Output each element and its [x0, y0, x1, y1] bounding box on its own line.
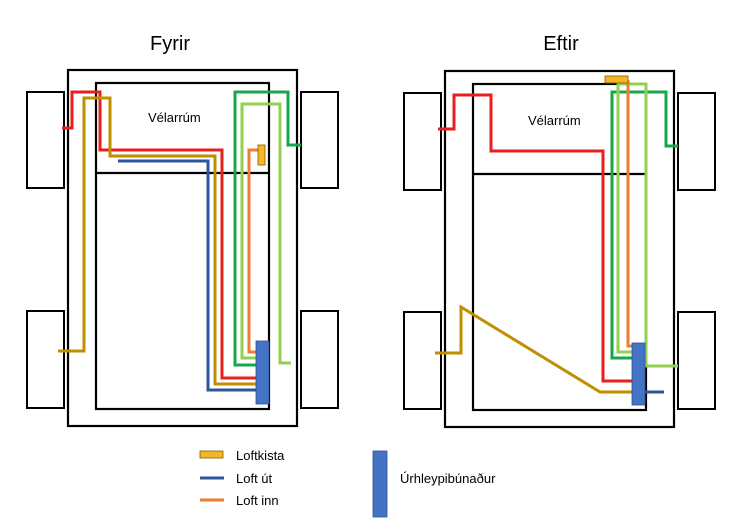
pipe-light-green-before [240, 102, 291, 365]
title-after: Eftir [543, 33, 579, 55]
legend-label-exhaust-unit: Úrhleypibúnaður [400, 471, 496, 486]
pipe-dark-yellow-before [58, 96, 256, 386]
vehicle-before: Vélarrúm [26, 68, 339, 428]
legend-label-air-in: Loft inn [236, 493, 279, 508]
wheel-front-left-after [403, 92, 442, 191]
inner-frame-before [94, 81, 271, 411]
engine-room-label-before: Vélarrúm [148, 110, 201, 125]
pipe-red-after [438, 93, 632, 383]
legend-swatch-air-chest [199, 450, 224, 459]
legend-label-air-chest: Loftkista [236, 448, 285, 463]
exhaust-unit-after [631, 342, 646, 406]
wheel-rear-left-before [26, 310, 65, 409]
pipe-green-after [610, 90, 678, 360]
legend-swatch-exhaust-unit [372, 450, 388, 518]
pipe-green-before [233, 90, 301, 367]
pipe-dark-yellow-after [435, 304, 632, 394]
exhaust-unit-before [255, 340, 270, 405]
air-chest-before [257, 144, 266, 166]
legend: Loftkista Loft út Loft inn Úrhleypibúnað… [199, 448, 496, 518]
wheel-rear-right-after [677, 311, 716, 410]
wheel-front-right-before [300, 91, 339, 189]
wheel-front-left-before [26, 91, 65, 189]
inner-frame-after [471, 82, 648, 412]
title-before: Fyrir [150, 33, 190, 55]
wheel-rear-right-before [300, 310, 339, 409]
vehicle-body-before [66, 68, 299, 428]
pipe-light-green-after [616, 82, 678, 368]
pipe-navy-before [118, 159, 256, 392]
vehicle-after: Vélarrúm [403, 69, 716, 429]
engine-room-label-after: Vélarrúm [528, 113, 581, 128]
pipe-red-before [62, 90, 256, 380]
air-chest-after [604, 75, 629, 84]
pipe-orange-after [626, 80, 632, 348]
wheel-front-right-after [677, 92, 716, 191]
wheel-rear-left-after [403, 311, 442, 410]
vehicle-body-after [443, 69, 676, 429]
legend-label-air-out: Loft út [236, 471, 273, 486]
pipe-orange-before [247, 148, 263, 354]
